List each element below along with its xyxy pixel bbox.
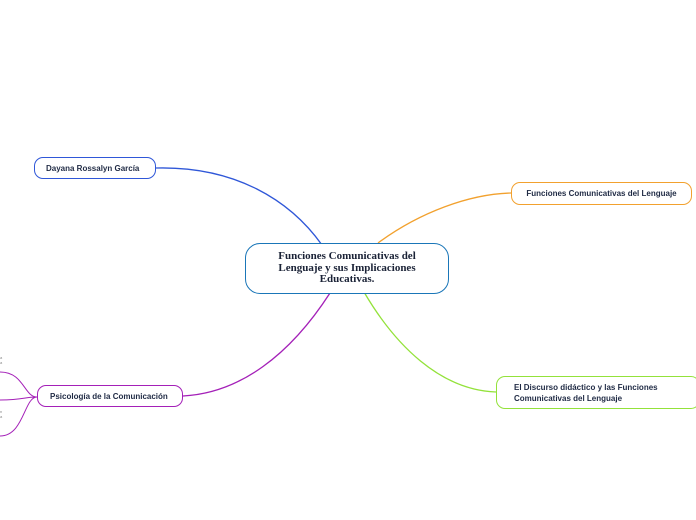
connector-psychology (182, 292, 331, 397)
central-topic-line-3: Educativas. (319, 273, 375, 286)
connector-psychology-child-3 (0, 396, 38, 437)
topic-node-functions[interactable]: Funciones Comunicativas del Lenguaje (511, 182, 692, 205)
connector-author (155, 167, 323, 246)
central-topic-line-1: Funciones Comunicativas del (278, 250, 416, 263)
topic-node-psychology[interactable]: Psicología de la Comunicación (37, 385, 183, 407)
connector-functions (377, 192, 512, 244)
connector-psychology-child-2 (0, 396, 38, 401)
central-topic-node[interactable]: Funciones Comunicativas del Lenguaje y s… (245, 243, 449, 294)
central-topic-label: Funciones Comunicativas del Lenguaje y s… (262, 251, 432, 286)
topic-label-discourse: El Discurso didáctico y las Funciones Co… (514, 382, 658, 404)
topic-node-discourse[interactable]: El Discurso didáctico y las Funciones Co… (496, 376, 696, 409)
topic-label-psychology: Psicología de la Comunicación (50, 391, 168, 401)
connector-psychology-child-1 (0, 371, 38, 398)
topic-label-discourse-line-2: Comunicativas del Lenguaje (514, 393, 623, 403)
central-topic-line-2: Lenguaje y sus Implicaciones (278, 261, 416, 274)
topic-label-author: Dayana Rossalyn García (46, 163, 140, 173)
topic-node-author[interactable]: Dayana Rossalyn García (34, 157, 156, 179)
connector-discourse (363, 291, 497, 393)
topic-label-functions: Funciones Comunicativas del Lenguaje (526, 189, 677, 198)
topic-label-discourse-line-1: El Discurso didáctico y las Funciones (514, 382, 658, 392)
